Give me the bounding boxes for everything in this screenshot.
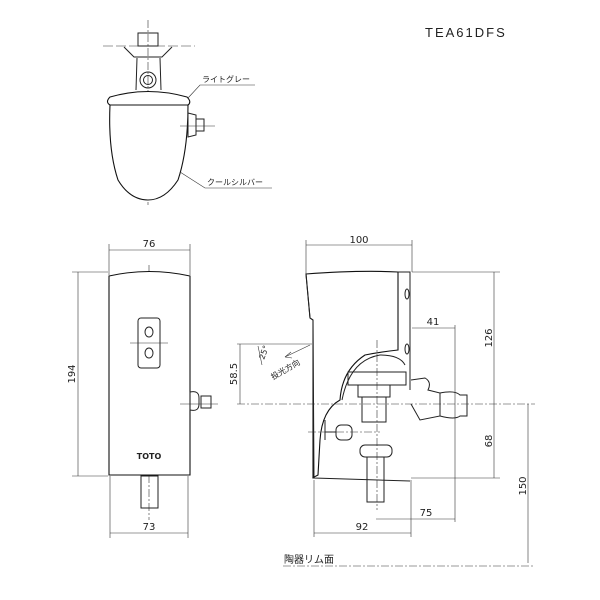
dim-side-lower-height: 68: [484, 435, 495, 448]
angle-label: 25°: [257, 344, 270, 360]
label-projection-direction: 投光方向: [269, 357, 302, 382]
dim-valve-offset: 41: [427, 317, 440, 328]
dim-side-upper-height: 126: [484, 328, 495, 347]
top-view: ライトグレー クールシルバー: [103, 20, 272, 205]
front-view: TOTO 76 194 73: [67, 239, 218, 538]
side-view: 100 126 68 150 41 58.5 25° 投光方向 75 92 陶器…: [229, 235, 535, 567]
dim-side-depth: 92: [356, 522, 369, 533]
label-light-gray: ライトグレー: [202, 74, 250, 84]
label-ceramic-rim-surface: 陶器リム面: [284, 553, 334, 566]
dim-side-width: 100: [349, 235, 368, 246]
dim-front-width-bottom: 73: [143, 522, 156, 533]
label-cool-silver: クールシルバー: [207, 178, 263, 187]
dim-pipe-offset: 75: [420, 508, 433, 519]
dim-sensor-height: 58.5: [229, 363, 240, 385]
model-number: TEA61DFS: [425, 25, 507, 40]
dim-rim-height: 150: [518, 476, 529, 495]
toto-logo: TOTO: [137, 452, 162, 461]
dim-front-width-top: 76: [143, 239, 156, 250]
dim-front-height: 194: [67, 364, 78, 383]
